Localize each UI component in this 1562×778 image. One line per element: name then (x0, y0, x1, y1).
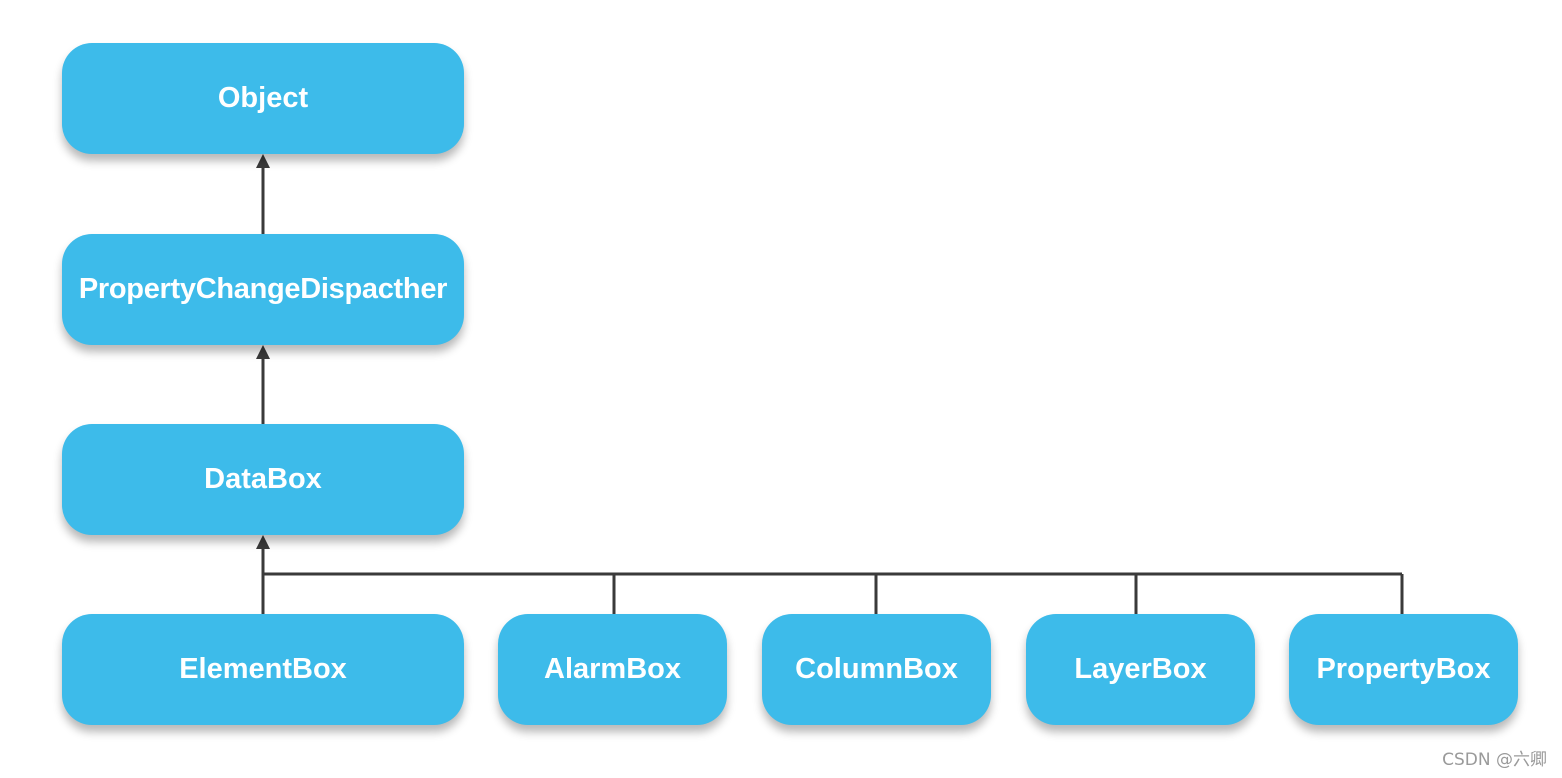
node-property-change-dispatcher: PropertyChangeDispacther (62, 234, 464, 345)
node-columnbox: ColumnBox (762, 614, 991, 725)
node-elementbox: ElementBox (62, 614, 464, 725)
watermark: CSDN @六卿 (1442, 750, 1547, 770)
node-databox: DataBox (62, 424, 464, 535)
node-propertybox: PropertyBox (1289, 614, 1518, 725)
node-alarmbox: AlarmBox (498, 614, 727, 725)
arrowhead-to-object (256, 154, 270, 168)
arrowhead-to-databox (256, 535, 270, 549)
arrowhead-to-pcd (256, 345, 270, 359)
node-layerbox: LayerBox (1026, 614, 1255, 725)
node-object: Object (62, 43, 464, 154)
